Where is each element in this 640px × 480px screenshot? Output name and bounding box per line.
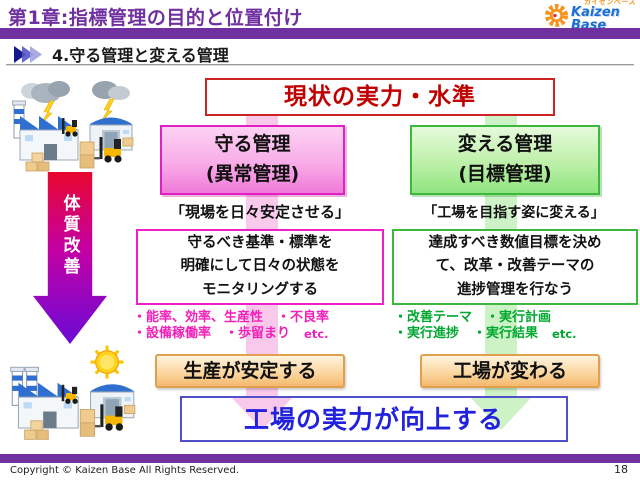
change-title-line1: 変える管理 — [457, 133, 553, 155]
change-result-box: 工場が変わる — [420, 354, 600, 388]
change-title-line2: (目標管理) — [458, 163, 552, 186]
factory-sun-illustration — [10, 345, 136, 440]
maintain-quote: 「現場を日々安定させる」 — [169, 203, 350, 221]
change-desc-line2: て、改革・改善テーマの — [435, 258, 595, 275]
maintain-management-box: 守る管理 (異常管理) — [160, 125, 345, 195]
footer-divider-bar — [0, 454, 640, 463]
change-down-arrow — [471, 398, 531, 430]
maintain-desc-line2: 明確にして日々の状態を — [180, 258, 340, 275]
logo-text: カイゼンベース Kaizen Base — [571, 0, 636, 32]
maintain-title-line2: (異常管理) — [205, 163, 300, 186]
change-metrics-row2: ・実行進捗 ・実行結果 etc. — [394, 326, 640, 342]
metric-item: ・実行計画 — [486, 310, 552, 325]
change-metrics-row1: ・改善テーマ ・実行計画 — [394, 310, 640, 326]
page-number: 18 — [614, 463, 628, 476]
copyright-text: Copyright © Kaizen Base All Rights Reser… — [10, 465, 239, 476]
metric-etc: etc. — [552, 327, 577, 341]
metric-item: ・歩留まり — [225, 326, 291, 341]
kaizen-base-logo: カイゼンベース Kaizen Base — [544, 0, 636, 32]
change-desc-line1: 達成すべき数値目標を決め — [428, 235, 602, 251]
factory-building — [10, 366, 79, 429]
logo-jp-text: カイゼンベース — [583, 0, 636, 6]
maintain-result-box: 生産が安定する — [155, 354, 345, 388]
change-quote: 「工場を目指す姿に変える」 — [423, 205, 605, 221]
metric-item: ・改善テーマ — [394, 310, 473, 325]
maintain-down-arrow — [232, 398, 292, 430]
section-heading: 4.守る管理と変える管理 — [14, 42, 229, 66]
lightning-icon — [40, 98, 115, 125]
forklift-icon — [92, 404, 124, 431]
cargo-boxes — [25, 137, 134, 172]
storm-clouds-icon — [21, 81, 130, 103]
metric-item: ・不良率 — [277, 310, 330, 325]
maintain-metrics-row1: ・能率、効率、生産性 ・不良率 — [133, 310, 389, 326]
chevron-right-icon — [14, 45, 42, 63]
maintain-metrics-row2: ・設備稼働率 ・歩留まり etc. — [133, 326, 389, 342]
change-management-box: 変える管理 (目標管理) — [410, 125, 600, 195]
section-underline — [6, 64, 634, 66]
metric-etc: etc. — [304, 327, 329, 341]
header-divider-bar — [0, 28, 640, 39]
section-title: 4.守る管理と変える管理 — [52, 46, 229, 65]
maintain-desc-line3: モニタリングする — [202, 281, 318, 298]
forklift-icon — [61, 384, 78, 404]
metric-item: ・実行進捗 — [394, 326, 460, 341]
metric-item: ・実行結果 — [473, 326, 539, 341]
metric-item: ・設備稼働率 — [133, 326, 212, 341]
cargo-boxes — [24, 404, 136, 440]
metric-item: ・能率、効率、生産性 — [133, 310, 264, 325]
change-description-box: 達成すべき数値目標を決め て、改革・改善テーマの 進捗管理を行なう — [392, 229, 638, 305]
current-level-box: 現状の実力・水準 — [205, 78, 555, 116]
improvement-arrow-label: 体質改善 — [59, 194, 80, 278]
maintain-desc-line1: 守るべき基準・標準を — [187, 235, 333, 251]
change-metrics-list: ・改善テーマ ・実行計画 ・実行進捗 ・実行結果 etc. — [394, 310, 640, 342]
conclusion-box: 工場の実力が向上する — [180, 396, 568, 442]
change-desc-line3: 進捗管理を行なう — [457, 281, 573, 298]
sun-icon — [90, 345, 124, 379]
maintain-title-line1: 守る管理 — [214, 133, 291, 155]
gear-icon — [544, 3, 569, 27]
maintain-metrics-list: ・能率、効率、生産性 ・不良率 ・設備稼働率 ・歩留まり etc. — [133, 310, 389, 342]
forklift-icon — [62, 118, 78, 137]
factory-storm-illustration — [12, 81, 134, 172]
slide-title: 第1章:指標管理の目的と位置付け — [8, 7, 303, 29]
forklift-icon — [92, 137, 122, 163]
maintain-description-box: 守るべき基準・標準を 明確にして日々の状態を モニタリングする — [136, 229, 384, 305]
